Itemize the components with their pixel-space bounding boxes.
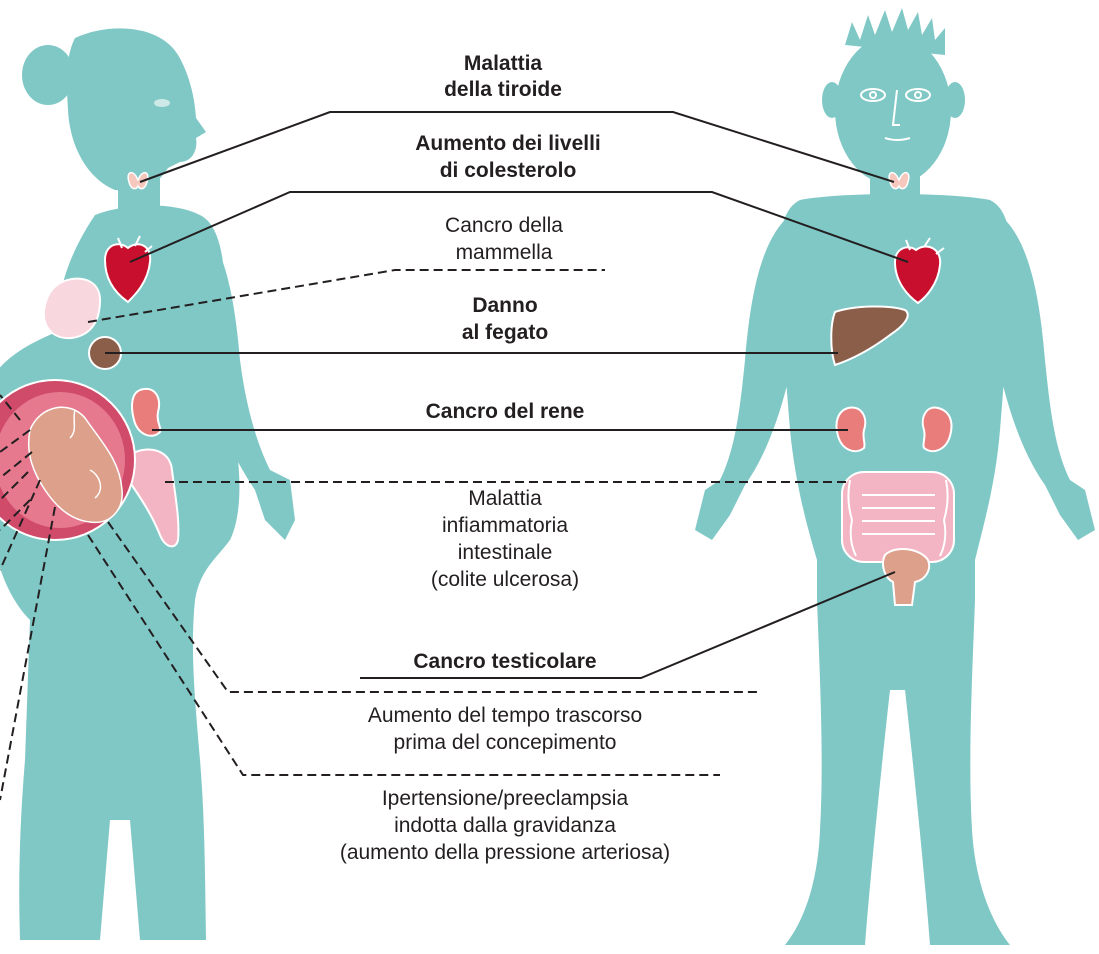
label-liver-line2: al fegato (462, 321, 548, 344)
labels: Malattia della tiroide Aumento dei livel… (340, 52, 670, 864)
label-testicular: Cancro testicolare (413, 650, 596, 673)
label-conception-line2: prima del concepimento (394, 731, 617, 754)
label-breast-line1: Cancro della (445, 214, 563, 237)
label-thyroid-line1: Malattia (464, 52, 543, 75)
breast-icon (44, 279, 100, 339)
label-ibd-line4: (colite ulcerosa) (431, 568, 579, 591)
label-cholesterol-line1: Aumento dei livelli (415, 132, 601, 155)
female-eye-icon (154, 99, 170, 107)
label-liver-line1: Danno (472, 294, 537, 317)
label-conception-line1: Aumento del tempo trascorso (368, 704, 642, 727)
label-ibd-line2: infiammatoria (442, 514, 568, 537)
label-thyroid-line2: della tiroide (444, 78, 562, 101)
label-hypertension-line3: (aumento della pressione arteriosa) (340, 841, 670, 864)
label-ibd-line1: Malattia (468, 487, 542, 510)
label-breast-line2: mammella (456, 241, 553, 264)
label-kidney: Cancro del rene (426, 400, 585, 423)
label-ibd-line3: intestinale (458, 541, 553, 564)
label-hypertension-line1: Ipertensione/preeclampsia (382, 787, 629, 810)
label-hypertension-line2: indotta dalla gravidanza (394, 814, 616, 837)
label-cholesterol-line2: di colesterolo (440, 159, 577, 182)
